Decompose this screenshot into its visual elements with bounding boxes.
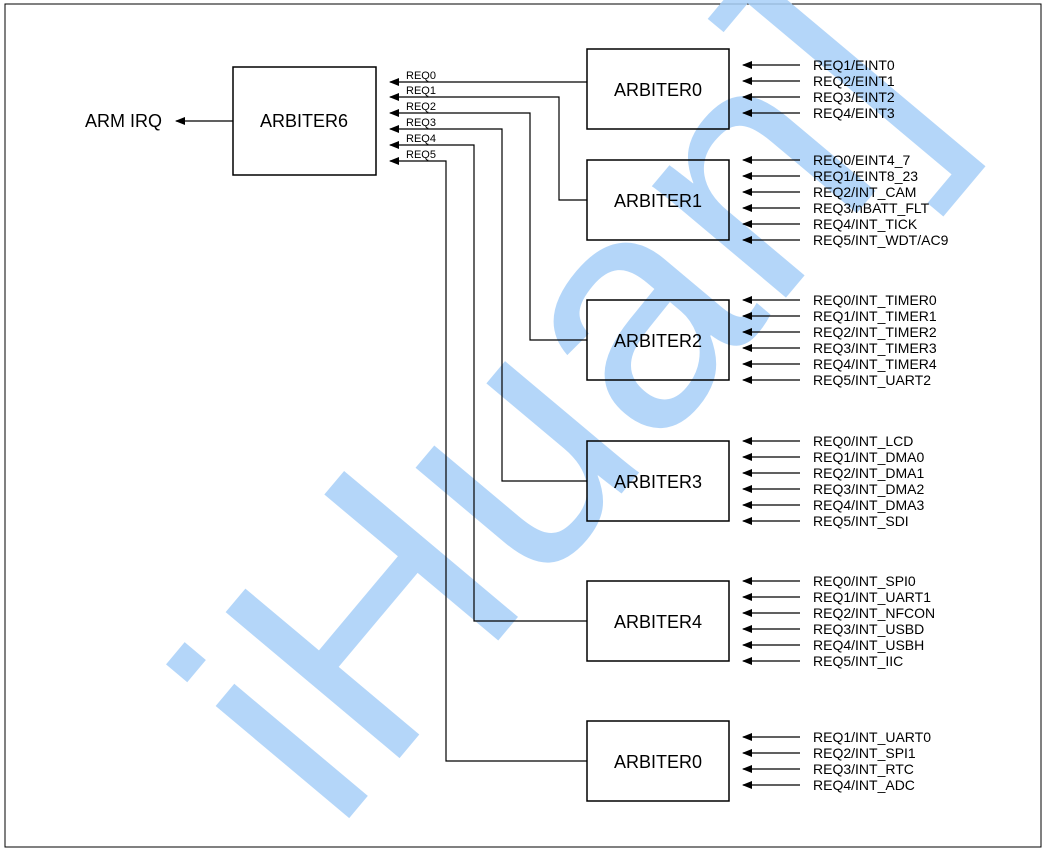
input-label: REQ3/EINT2 bbox=[813, 89, 895, 105]
main-input-label: REQ3 bbox=[406, 117, 436, 129]
sub-arbiter-box bbox=[586, 48, 730, 130]
sub-arbiter-label: ARBITER3 bbox=[614, 472, 702, 492]
input-label: REQ1/INT_UART0 bbox=[813, 729, 931, 745]
input-label: REQ3/nBATT_FLT bbox=[813, 200, 930, 216]
input-label: REQ5/INT_UART2 bbox=[813, 372, 931, 388]
sub-arbiter-label: ARBITER4 bbox=[614, 612, 702, 632]
sub-arbiter-box bbox=[586, 299, 730, 381]
main-input-label: REQ0 bbox=[406, 70, 436, 82]
sub-arbiter: ARBITER4 REQ0/INT_SPI0REQ1/INT_UART1REQ2/… bbox=[586, 573, 935, 669]
diagram-frame bbox=[4, 3, 1042, 848]
sub-arbiter-box bbox=[586, 159, 730, 241]
input-label: REQ1/INT_DMA0 bbox=[813, 449, 924, 465]
sub-arbiter: ARBITER0 REQ1/INT_UART0REQ2/INT_SPI1REQ3/… bbox=[586, 720, 931, 802]
input-label: REQ3/INT_RTC bbox=[813, 761, 914, 777]
request-wire bbox=[389, 157, 587, 762]
input-label: REQ5/INT_SDI bbox=[813, 513, 909, 529]
sub-arbiter-box bbox=[586, 720, 730, 802]
input-label: REQ4/INT_USBH bbox=[813, 637, 924, 653]
input-label: REQ2/INT_SPI1 bbox=[813, 745, 916, 761]
input-label: REQ4/INT_ADC bbox=[813, 777, 915, 793]
input-label: REQ4/INT_TICK bbox=[813, 216, 918, 232]
input-label: REQ2/EINT1 bbox=[813, 73, 895, 89]
input-label: REQ4/EINT3 bbox=[813, 105, 895, 121]
sub-arbiter: ARBITER2REQ0/INT_TIMER0REQ1/INT_TIMER1RE… bbox=[586, 292, 937, 388]
input-label: REQ3/INT_USBD bbox=[813, 621, 924, 637]
sub-arbiter-label: ARBITER1 bbox=[614, 191, 702, 211]
sub-arbiters: ARBITER0REQ1/EINT0REQ2/EINT1REQ3/EINT2RE… bbox=[586, 48, 949, 802]
sub-arbiter-label: ARBITER0 bbox=[614, 80, 702, 100]
request-wire bbox=[389, 109, 587, 341]
watermark: iHuan] bbox=[106, 0, 1004, 852]
sub-arbiter: ARBITER1 REQ0/EINT4_7REQ1/EINT8_23REQ2/IN… bbox=[586, 152, 949, 248]
input-label: REQ0/EINT4_7 bbox=[813, 152, 910, 168]
input-label: REQ2/INT_DMA1 bbox=[813, 465, 924, 481]
input-label: REQ4/INT_DMA3 bbox=[813, 497, 924, 513]
request-wire bbox=[389, 141, 587, 622]
main-arbiter-label: ARBITER6 bbox=[260, 111, 348, 131]
main-input-label: REQ4 bbox=[406, 133, 436, 145]
request-wire bbox=[389, 125, 587, 482]
input-label: REQ2/INT_NFCON bbox=[813, 605, 935, 621]
request-wires bbox=[389, 78, 587, 762]
input-label: REQ0/INT_TIMER0 bbox=[813, 292, 937, 308]
output-label: ARM IRQ bbox=[85, 111, 162, 131]
input-label: REQ2/INT_CAM bbox=[813, 184, 916, 200]
input-label: REQ4/INT_TIMER4 bbox=[813, 356, 937, 372]
input-label: REQ1/INT_TIMER1 bbox=[813, 308, 937, 324]
input-label: REQ0/INT_LCD bbox=[813, 433, 913, 449]
input-label: REQ2/INT_TIMER2 bbox=[813, 324, 937, 340]
input-label: REQ0/INT_SPI0 bbox=[813, 573, 916, 589]
input-label: REQ3/INT_DMA2 bbox=[813, 481, 924, 497]
request-wire bbox=[389, 93, 587, 201]
watermark-text: iHuan] bbox=[106, 0, 1004, 852]
main-input-label: REQ1 bbox=[406, 85, 436, 97]
main-input-label: REQ2 bbox=[406, 101, 436, 113]
input-label: REQ5/INT_WDT/AC9 bbox=[813, 232, 949, 248]
input-label: REQ5/INT_IIC bbox=[813, 653, 903, 669]
sub-arbiter-box bbox=[586, 580, 730, 662]
sub-arbiter: ARBITER3 REQ0/INT_LCDREQ1/INT_DMA0REQ2/IN… bbox=[586, 433, 924, 529]
main-input-label: REQ5 bbox=[406, 149, 436, 161]
input-label: REQ1/INT_UART1 bbox=[813, 589, 931, 605]
input-label: REQ3/INT_TIMER3 bbox=[813, 340, 937, 356]
input-label: REQ1/EINT0 bbox=[813, 57, 895, 73]
input-label: REQ1/EINT8_23 bbox=[813, 168, 918, 184]
sub-arbiter-label: ARBITER0 bbox=[614, 752, 702, 772]
sub-arbiter-label: ARBITER2 bbox=[614, 331, 702, 351]
sub-arbiter: ARBITER0 REQ1/EINT0REQ2/EINT1REQ3/EINT2RE… bbox=[586, 48, 895, 130]
sub-arbiter-box bbox=[586, 440, 730, 522]
